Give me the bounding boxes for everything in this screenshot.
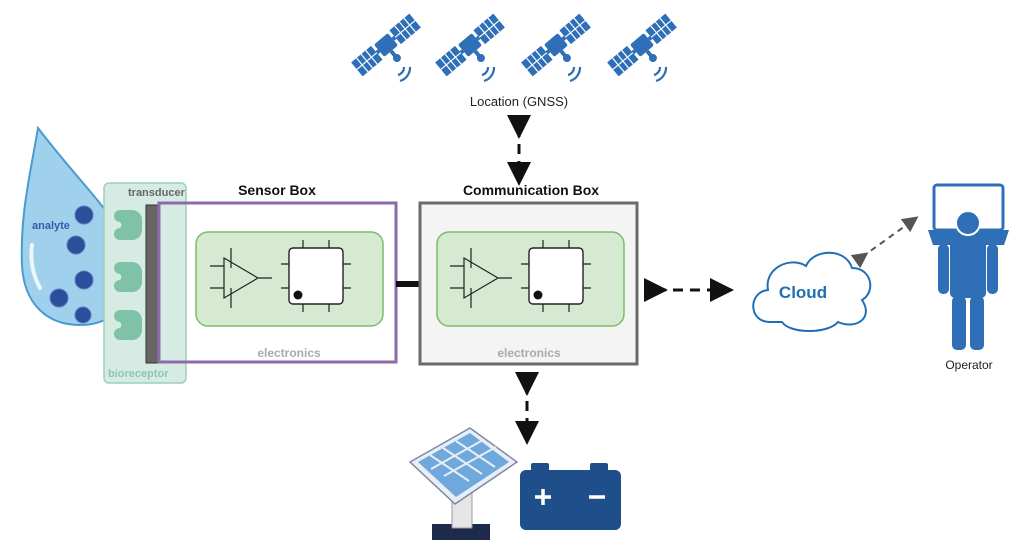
bioreceptor-panel xyxy=(103,182,187,384)
comm-electronics xyxy=(436,231,625,327)
comm-electronics-label: electronics xyxy=(497,346,561,360)
sensor-electronics-label: electronics xyxy=(257,346,321,360)
box-connector xyxy=(396,281,420,287)
sensor-box-title: Sensor Box xyxy=(238,182,316,198)
operator-icon xyxy=(928,183,1009,350)
satellite-icon xyxy=(520,12,600,87)
cloud-label: Cloud xyxy=(779,283,827,302)
chip-icon xyxy=(280,239,352,313)
bioreceptor-label: bioreceptor xyxy=(108,368,169,380)
chip-icon xyxy=(520,239,592,313)
operator-label: Operator xyxy=(945,358,992,372)
satellite-icon xyxy=(350,12,430,87)
solar-panel-icon xyxy=(408,427,519,540)
battery-icon xyxy=(520,463,621,530)
sensor-electronics xyxy=(195,231,384,327)
transducer-label: transducer xyxy=(128,187,186,199)
location-label: Location (GNSS) xyxy=(470,94,568,109)
satellite-icon xyxy=(606,12,686,87)
analyte-label: analyte xyxy=(32,220,70,232)
satellite-icon xyxy=(434,12,514,87)
operator-arrow xyxy=(850,216,919,269)
communication-box-title: Communication Box xyxy=(463,182,599,198)
